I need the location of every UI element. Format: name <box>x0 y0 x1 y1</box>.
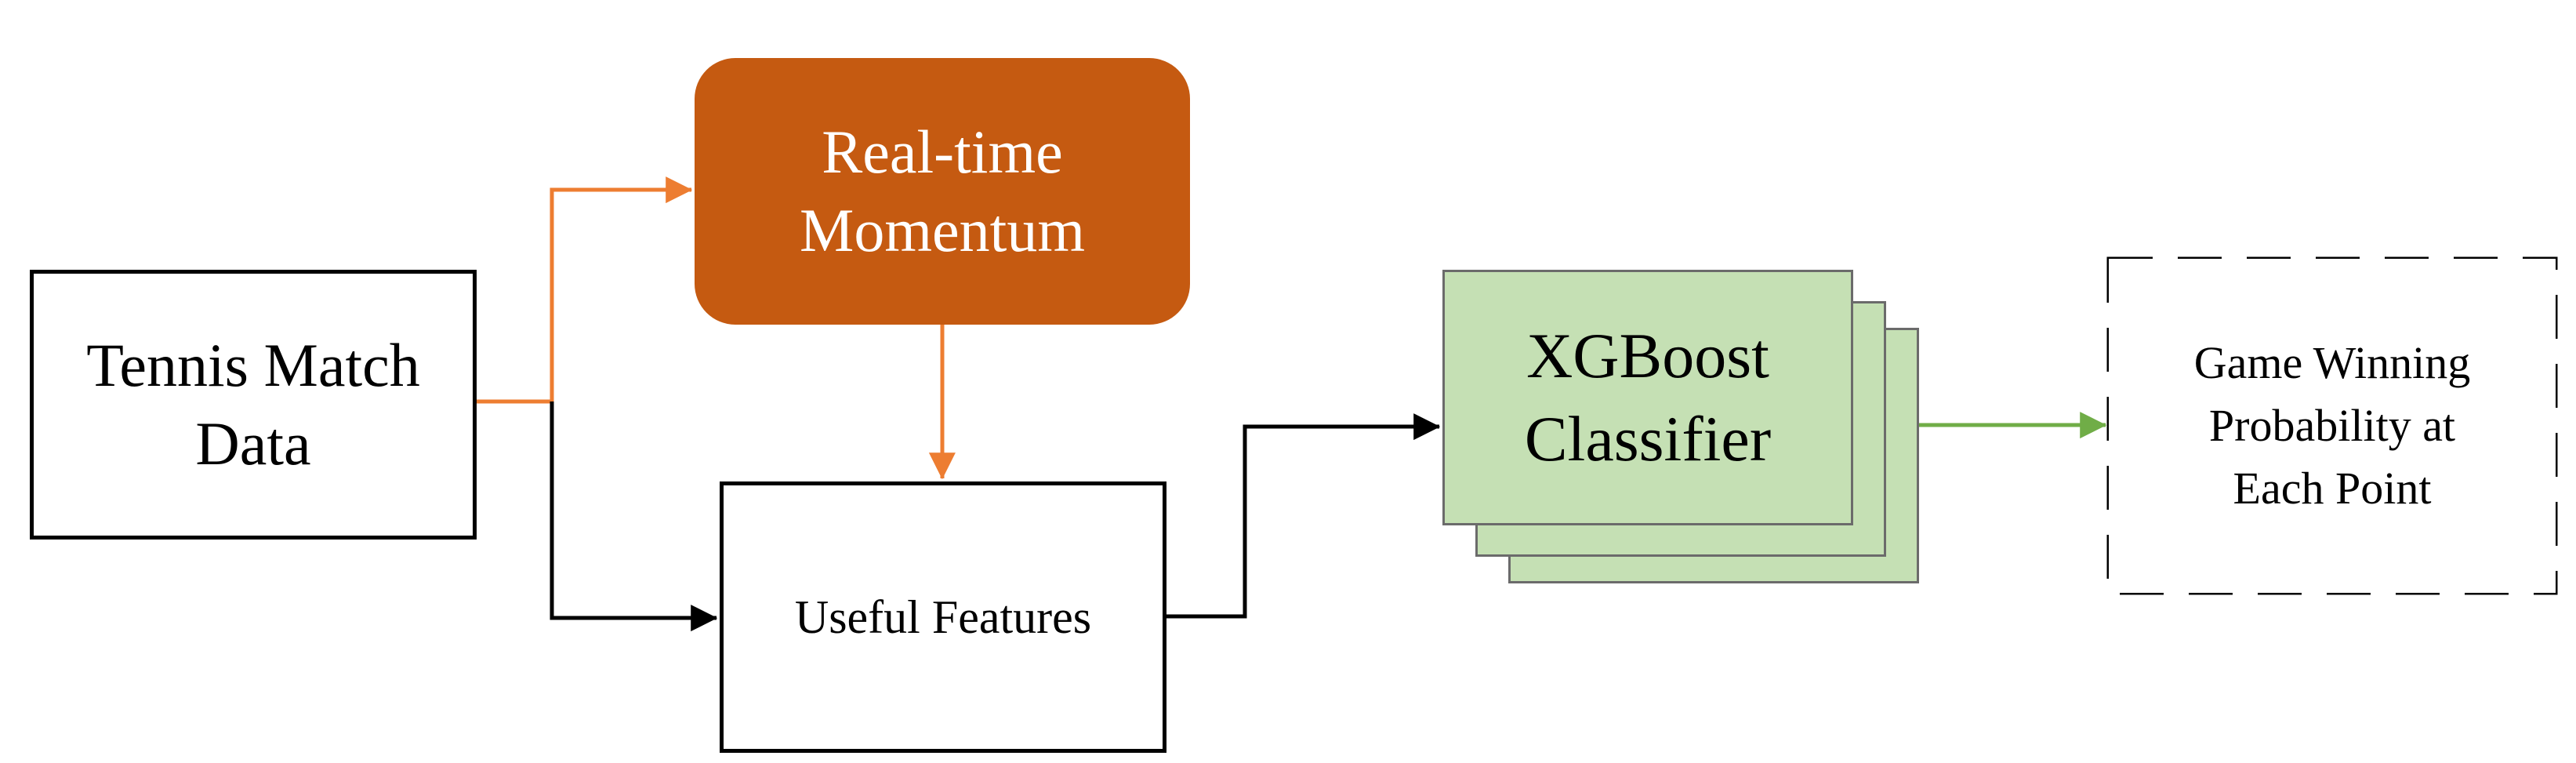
node-xgboost-classifier: XGBoost Classifier <box>1442 270 1853 525</box>
edge-input-to-momentum <box>477 176 693 404</box>
node-real-time-momentum: Real-time Momentum <box>695 58 1190 325</box>
node-useful-features-label: Useful Features <box>794 591 1092 643</box>
node-game-winning-probability: Game Winning Probability at Each Point <box>2109 259 2556 593</box>
node-real-time-momentum-label: Real-time Momentum <box>800 118 1085 264</box>
node-tennis-match-data-label: Tennis Match Data <box>86 331 420 478</box>
node-useful-features: Useful Features <box>720 481 1166 753</box>
node-game-winning-probability-label: Game Winning Probability at Each Point <box>2193 337 2471 514</box>
node-xgboost-classifier-label: XGBoost Classifier <box>1524 320 1772 474</box>
node-tennis-match-data: Tennis Match Data <box>30 270 477 540</box>
edge-input-to-features <box>550 401 718 632</box>
edge-features-to-classifier <box>1166 413 1441 619</box>
